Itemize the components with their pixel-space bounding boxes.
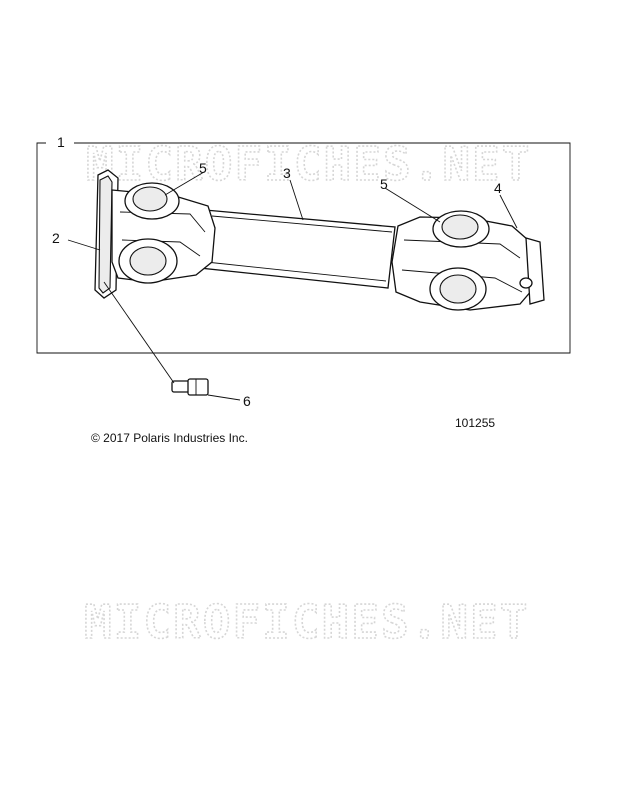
- cross-bearing-left-top: [124, 182, 180, 220]
- assembly-frame: [36, 142, 571, 354]
- drive-shaft-tube: [199, 209, 396, 289]
- cross-bearing-right-bottom: [429, 267, 487, 311]
- watermark-top: MICROFICHES.NET: [86, 137, 531, 191]
- copyright-notice: © 2017 Polaris Industries Inc.: [91, 431, 248, 445]
- callout-4: 4: [494, 180, 502, 196]
- callout-1: 1: [57, 134, 65, 150]
- callout-5-left: 5: [199, 160, 207, 176]
- cross-bearing-right-top: [432, 210, 490, 248]
- drawing-number: 101255: [455, 416, 496, 430]
- callout-3: 3: [283, 165, 291, 181]
- cross-bearing-left-bottom: [118, 238, 178, 284]
- callout-2: 2: [52, 230, 60, 246]
- flange-bolt: [171, 378, 209, 396]
- callout-5-right: 5: [380, 176, 388, 192]
- watermark-bottom: MICROFICHES.NET: [84, 595, 529, 649]
- leader-lines: [67, 171, 518, 401]
- callout-6: 6: [243, 393, 251, 409]
